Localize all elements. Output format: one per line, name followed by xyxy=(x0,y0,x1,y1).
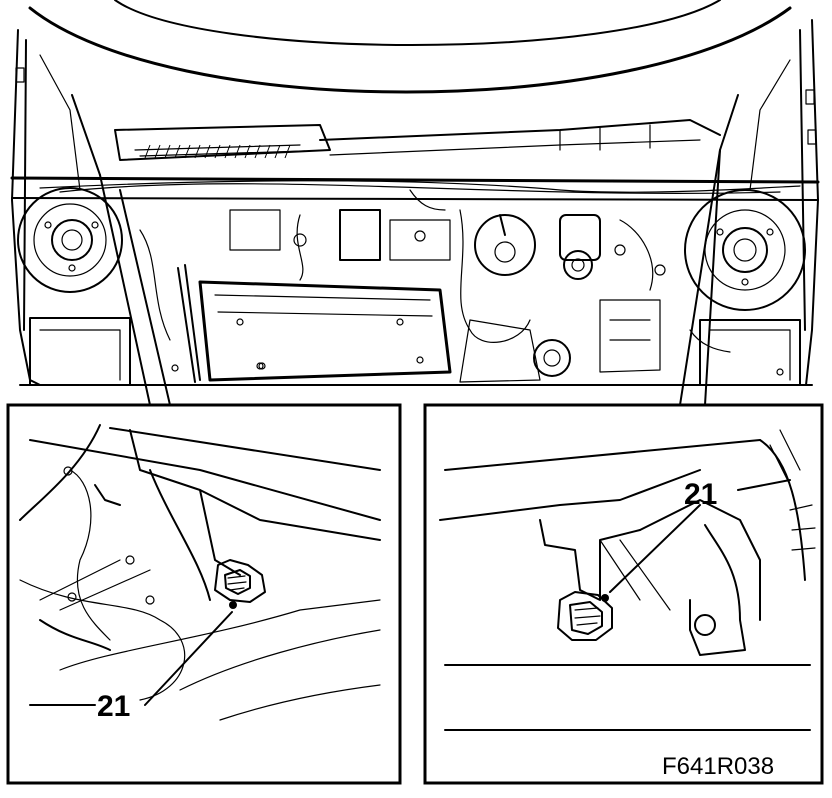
right-strut-tower xyxy=(684,189,806,311)
left-detail-frame xyxy=(6,403,402,785)
engine-bay-overview xyxy=(10,0,820,406)
figure-reference: F641R038 xyxy=(662,753,774,780)
leader-left-top xyxy=(71,94,101,176)
cowl-panel xyxy=(114,124,331,161)
right-bolt xyxy=(557,591,613,641)
right-callout-leader xyxy=(609,504,701,593)
left-bolt xyxy=(214,559,266,609)
left-detail-view: 21 xyxy=(6,403,402,785)
leader-left-bottom xyxy=(99,174,151,406)
front-cross-member xyxy=(10,176,820,184)
right-detail-view: 21 xyxy=(423,403,824,785)
left-callout-21: 21 xyxy=(97,690,130,723)
cowl-grille xyxy=(144,144,291,159)
hood-outline xyxy=(28,6,792,94)
left-callout-leader xyxy=(144,611,233,706)
engine-cover xyxy=(198,280,452,382)
engine-components xyxy=(139,189,666,383)
left-strut-tower xyxy=(17,187,123,293)
right-detail-frame xyxy=(423,403,824,785)
right-callout-21: 21 xyxy=(684,478,717,511)
